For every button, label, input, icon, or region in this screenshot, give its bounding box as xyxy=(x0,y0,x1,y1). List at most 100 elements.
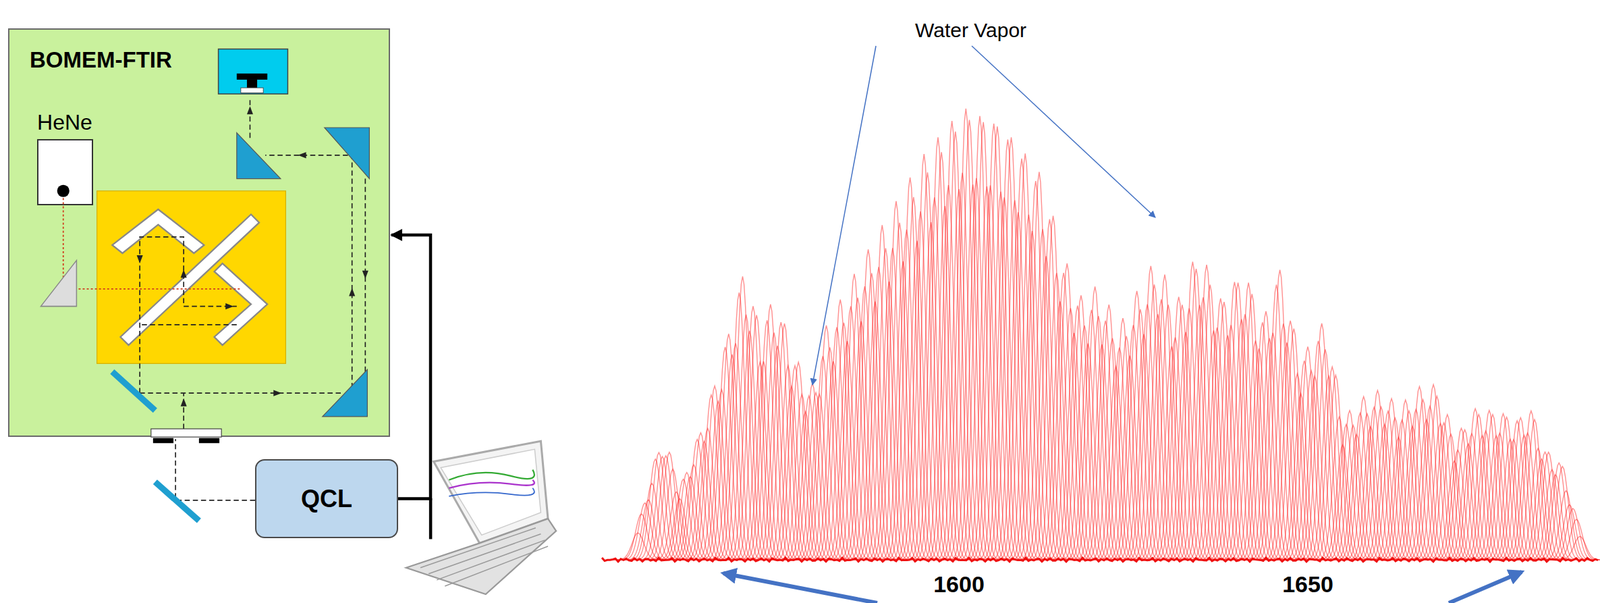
mode-trace xyxy=(1095,317,1150,560)
mode-trace xyxy=(1377,399,1432,560)
mode-trace xyxy=(1478,417,1534,560)
mode-trace xyxy=(1454,435,1509,560)
mode-trace xyxy=(1402,406,1457,560)
hene-source xyxy=(57,184,70,198)
mode-trace xyxy=(1513,458,1569,560)
laptop xyxy=(406,440,557,594)
mode-trace xyxy=(861,281,916,560)
mode-trace xyxy=(1353,406,1408,560)
mode-trace xyxy=(1143,346,1199,560)
mode-trace xyxy=(1091,347,1146,560)
mode-trace xyxy=(763,385,818,560)
mode-trace xyxy=(944,184,1000,560)
beam-arrow xyxy=(273,390,282,397)
mode-trace xyxy=(990,211,1046,560)
mode-trace xyxy=(1447,408,1503,560)
mode-trace xyxy=(917,205,972,560)
mode-trace xyxy=(1234,321,1289,560)
mode-trace xyxy=(1150,296,1206,560)
mode-trace xyxy=(794,356,850,560)
ftir-housing: BOMEM-FTIRHeNe xyxy=(8,28,391,437)
mode-trace xyxy=(1537,490,1593,560)
mode-trace xyxy=(1011,171,1067,560)
mode-trace xyxy=(983,136,1038,560)
mode-trace xyxy=(969,126,1025,560)
detector-element xyxy=(236,73,268,80)
hene-beam xyxy=(63,193,241,289)
mode-trace xyxy=(1328,433,1384,560)
mode-trace xyxy=(1482,438,1538,560)
mode-trace xyxy=(1388,408,1443,560)
mode-trace xyxy=(1307,375,1363,560)
mode-trace xyxy=(910,136,965,560)
mode-trace xyxy=(1548,518,1600,560)
laptop xyxy=(448,479,535,488)
mode-trace xyxy=(962,185,1017,560)
beam-splitter xyxy=(120,214,260,346)
mode-trace xyxy=(819,340,874,560)
mode-trace xyxy=(1245,332,1300,560)
mode-trace xyxy=(676,441,731,560)
mode-trace xyxy=(1384,425,1440,560)
mode-trace xyxy=(955,122,1011,560)
annotation: Water Vapor xyxy=(915,18,1027,43)
ir-beam xyxy=(139,392,342,394)
mode-trace xyxy=(920,184,976,560)
laptop xyxy=(448,487,535,496)
mode-trace xyxy=(746,332,802,560)
mode-trace xyxy=(1070,315,1125,560)
mode-trace xyxy=(1251,269,1307,560)
mode-trace xyxy=(948,178,1003,560)
mode-trace xyxy=(645,469,700,560)
mode-trace xyxy=(1004,230,1059,560)
laptop xyxy=(444,545,548,586)
beam-arrow xyxy=(136,255,144,264)
mode-trace xyxy=(627,458,683,560)
laptop xyxy=(420,527,536,568)
mode-trace xyxy=(1496,435,1551,560)
pointer-arrow xyxy=(1448,571,1522,603)
beam-arrow xyxy=(180,269,187,278)
mode-trace xyxy=(1534,466,1590,560)
mode-trace xyxy=(1101,355,1157,560)
mode-trace xyxy=(651,498,707,560)
mode-trace xyxy=(753,321,808,560)
mode-trace xyxy=(1419,414,1474,560)
mode-trace xyxy=(854,224,909,560)
mode-trace xyxy=(1042,307,1098,560)
mode-trace xyxy=(1000,214,1056,560)
mode-trace xyxy=(1105,324,1161,560)
mode-trace xyxy=(637,455,693,560)
mode-trace xyxy=(714,276,770,560)
mode-trace xyxy=(850,266,906,560)
mode-trace xyxy=(1301,375,1356,560)
beam-arrow xyxy=(298,151,307,158)
mode-trace xyxy=(979,139,1035,560)
ftir-internals xyxy=(40,49,557,594)
mode-trace xyxy=(902,222,958,560)
mode-trace xyxy=(742,304,797,560)
mode-trace xyxy=(1276,360,1331,560)
mode-trace xyxy=(1133,298,1189,560)
mode-trace xyxy=(1192,298,1248,560)
mode-trace xyxy=(1531,462,1586,560)
mode-trace xyxy=(728,315,784,560)
mode-trace xyxy=(1363,398,1419,560)
pointer-arrow xyxy=(723,572,878,603)
mode-trace xyxy=(899,172,955,560)
mode-trace xyxy=(1325,425,1381,560)
mode-trace xyxy=(749,345,805,560)
mode-trace xyxy=(1370,437,1426,560)
mode-trace xyxy=(610,532,665,560)
mode-trace xyxy=(658,472,714,560)
laptop xyxy=(433,440,548,543)
mode-trace xyxy=(1199,335,1255,560)
mode-trace xyxy=(896,153,951,560)
ir-beam xyxy=(139,97,366,501)
ir-beam xyxy=(182,392,185,429)
mode-trace xyxy=(1084,338,1140,560)
source-label: HeNe xyxy=(24,109,106,135)
mode-trace xyxy=(704,354,760,560)
mode-trace xyxy=(1185,329,1241,560)
